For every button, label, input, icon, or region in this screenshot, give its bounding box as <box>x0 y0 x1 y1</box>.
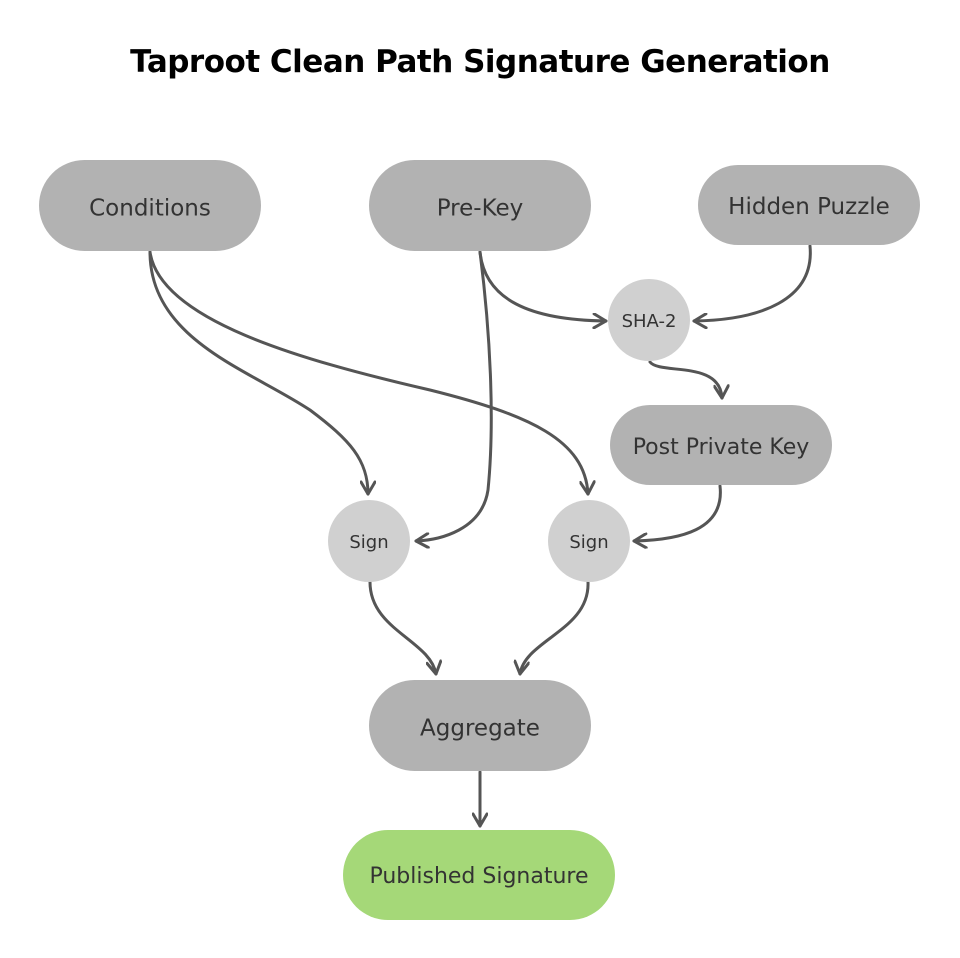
node-aggregate-label: Aggregate <box>420 716 540 742</box>
node-conditions-shape <box>39 160 261 251</box>
node-pre-key-shape <box>369 160 591 251</box>
node-sign-right-label: Sign <box>569 532 608 553</box>
node-aggregate: Aggregate <box>369 680 591 771</box>
node-conditions-label: Conditions <box>89 196 211 222</box>
edge-conditions-to-sign-left <box>148 250 368 496</box>
node-sign-right-shape <box>548 500 630 582</box>
node-published-signature: Published Signature <box>343 830 615 920</box>
node-pre-key-label: Pre-Key <box>437 196 524 222</box>
node-hidden-puzzle-label: Hidden Puzzle <box>728 194 890 220</box>
node-sha2: SHA-2 <box>608 279 690 361</box>
node-published-signature-label: Published Signature <box>369 864 588 889</box>
edge-sha2-to-post-private-key <box>648 360 722 400</box>
edge-prekey-to-sha2 <box>478 250 608 321</box>
edge-hidden-puzzle-to-sha2 <box>692 244 812 321</box>
node-sha2-shape <box>608 279 690 361</box>
node-sha2-label: SHA-2 <box>622 311 677 332</box>
edge-prekey-to-sign-left <box>414 250 493 541</box>
node-sign-right: Sign <box>548 500 630 582</box>
edge-sign-right-to-aggregate <box>520 580 590 676</box>
edge-post-private-key-to-sign-right <box>632 484 722 541</box>
node-post-private-key-label: Post Private Key <box>633 435 810 460</box>
edge-conditions-to-sign-right <box>148 250 588 496</box>
node-sign-left-shape <box>328 500 410 582</box>
node-hidden-puzzle-shape <box>698 165 920 245</box>
edge-sign-left-to-aggregate <box>368 580 436 676</box>
node-post-private-key-shape <box>610 405 832 485</box>
node-pre-key: Pre-Key <box>369 160 591 251</box>
node-post-private-key: Post Private Key <box>610 405 832 485</box>
node-sign-left-label: Sign <box>349 532 388 553</box>
node-aggregate-shape <box>369 680 591 771</box>
diagram-title: Taproot Clean Path Signature Generation <box>130 44 830 80</box>
node-sign-left: Sign <box>328 500 410 582</box>
node-hidden-puzzle: Hidden Puzzle <box>698 165 920 245</box>
node-published-signature-shape <box>343 830 615 920</box>
node-conditions: Conditions <box>39 160 261 251</box>
edges <box>148 244 812 828</box>
